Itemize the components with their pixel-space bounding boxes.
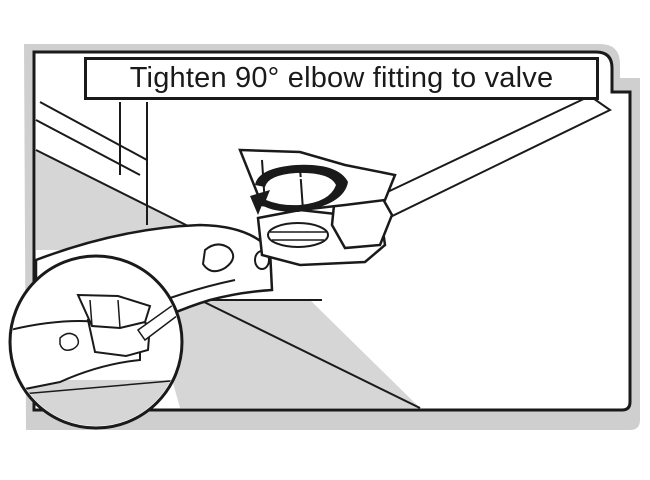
arrow-highlight <box>271 177 323 181</box>
valve-thread <box>267 222 329 248</box>
cabinet-diagonal <box>39 101 148 161</box>
clockwise-arrow-icon <box>250 164 348 215</box>
bracket-hole-1 <box>201 243 235 273</box>
wall-shading-upper <box>36 150 200 250</box>
instruction-caption-box: Tighten 90° elbow fitting to valve <box>84 57 599 100</box>
floor-edge <box>199 299 421 409</box>
floor-shading-lower <box>150 300 420 408</box>
elbow-fitting-edge-2 <box>299 167 304 211</box>
cabinet-edge-2 <box>35 149 201 233</box>
instruction-caption: Tighten 90° elbow fitting to valve <box>129 62 554 94</box>
cabinet-edge-1 <box>35 119 141 176</box>
